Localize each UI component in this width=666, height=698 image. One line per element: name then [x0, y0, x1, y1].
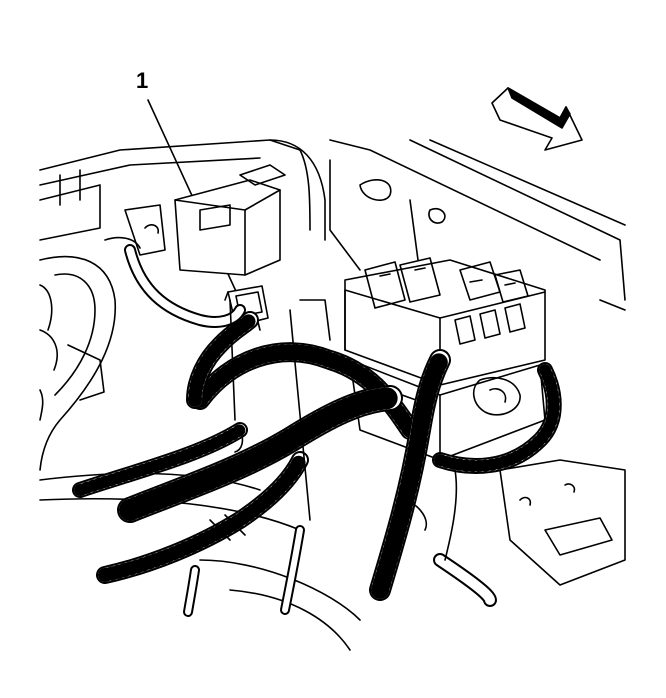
callout-label-1: 1 — [136, 68, 149, 93]
right-bracket — [499, 459, 626, 586]
body-structure — [39, 139, 626, 651]
left-control-module — [104, 164, 286, 276]
fuse-relay-center — [344, 199, 546, 461]
direction-arrow-icon — [491, 87, 583, 151]
wire-clips — [209, 299, 458, 561]
wiring-harness — [72, 244, 562, 617]
